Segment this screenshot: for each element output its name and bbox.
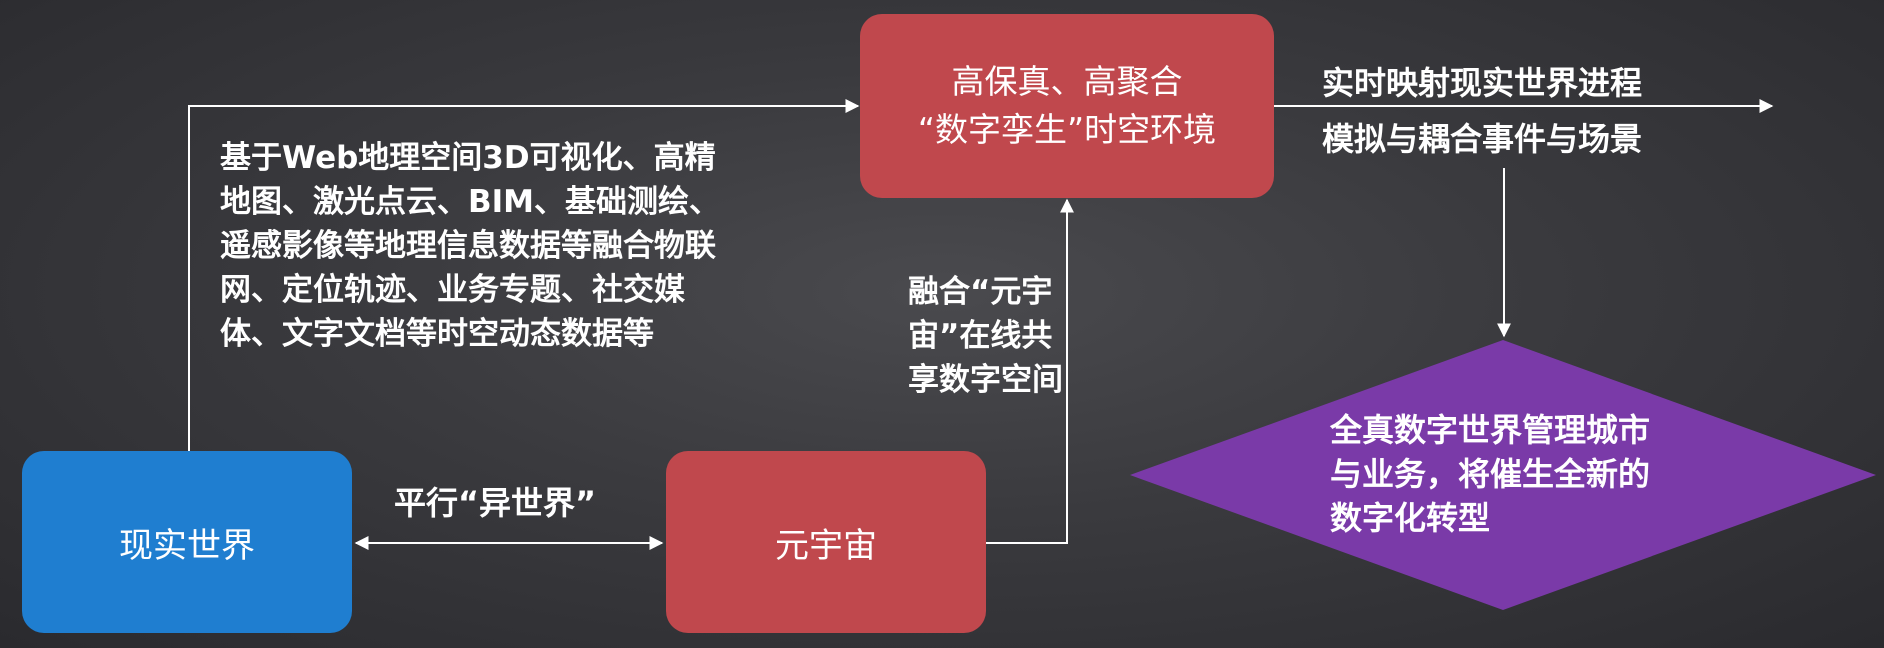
reality-to-twin-arrow — [188, 99, 860, 451]
digital-twin-node: 高保真、高聚合 “数字孪生”时空环境 — [860, 14, 1274, 198]
parallel-world-label: 平行“异世界” — [394, 484, 597, 522]
digital-twin-label-line1: 高保真、高聚合 — [951, 62, 1183, 101]
reality-label: 现实世界 — [119, 525, 255, 566]
metaverse-label: 元宇宙 — [775, 525, 877, 566]
reality-node: 现实世界 — [22, 451, 352, 633]
metaverse-to-twin-arrow — [986, 198, 1074, 544]
outcome-diamond — [1130, 340, 1876, 610]
outcome-diamond-shape — [1130, 340, 1876, 610]
simulation-coupling-label: 模拟与耦合事件与场景 — [1322, 120, 1643, 158]
metaverse-node: 元宇宙 — [666, 451, 986, 633]
realtime-mapping-label: 实时映射现实世界进程 — [1322, 64, 1643, 102]
digital-twin-label-line2: “数字孪生”时空环境 — [917, 110, 1217, 149]
outcome-label: 全真数字世界管理城市与业务，将催生全新的数字化转型 — [1330, 411, 1651, 537]
data-sources-label: 基于Web地理空间3D可视化、高精地图、激光点云、BIM、基础测绘、遥感影像等地… — [220, 140, 721, 352]
metaverse-fusion-label: 融合“元宇宙”在线共享数字空间 — [908, 274, 1063, 398]
